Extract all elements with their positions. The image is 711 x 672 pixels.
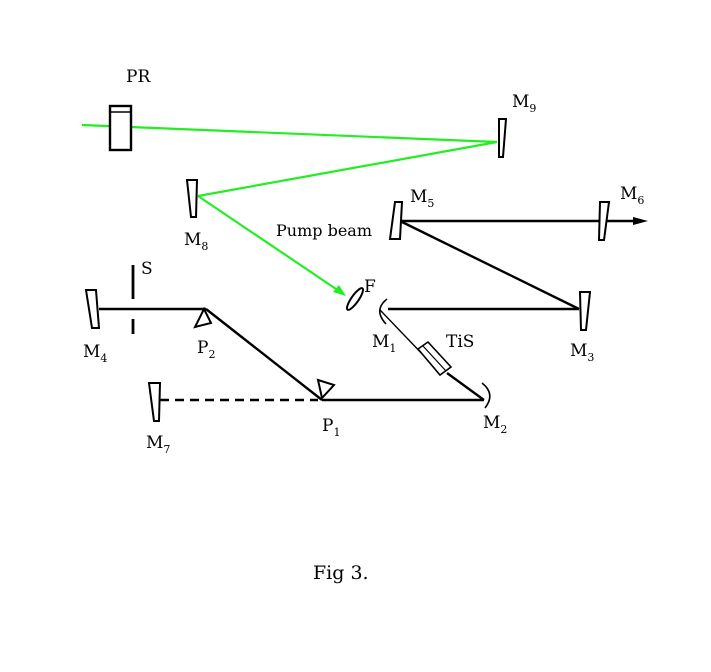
mirror-m8 — [185, 179, 199, 218]
mirror-m7 — [147, 382, 162, 422]
label-m4: M4 — [83, 342, 107, 365]
pump-beam-segment-pr-m9 — [81, 123, 498, 144]
label-m7: M7 — [146, 433, 170, 456]
label-m6: M6 — [620, 184, 644, 207]
mirror-m4 — [84, 289, 101, 329]
label-p2: P2 — [197, 338, 215, 361]
label-tis: TiS — [446, 332, 474, 352]
figure-caption: Fig 3. — [313, 562, 369, 584]
beam-m5-m3 — [399, 219, 580, 311]
beam-p2-p1 — [205, 308, 323, 401]
tis-crystal-facet — [422, 345, 447, 372]
label-pump-beam: Pump beam — [276, 221, 372, 240]
curved-mirror-m2 — [481, 382, 491, 409]
label-p1: P1 — [322, 416, 340, 439]
pump-beam-segment-m8-f — [197, 195, 343, 294]
beam-m2-tis — [446, 372, 485, 401]
pump-beam-path — [81, 123, 498, 296]
pump-beam-segment-m9-m8 — [197, 140, 498, 198]
pr-element — [108, 104, 133, 152]
pump-beam-arrowhead — [333, 285, 346, 296]
curved-mirror-m1 — [378, 298, 388, 325]
label-m3: M3 — [570, 341, 594, 364]
mirror-m3 — [578, 291, 592, 331]
output-arrowhead — [633, 217, 648, 225]
mirror-m6 — [597, 201, 611, 241]
label-pr: PR — [126, 67, 151, 87]
prism-p1 — [316, 378, 336, 401]
prism-p2 — [193, 306, 213, 329]
lens-f — [345, 287, 365, 311]
label-m5: M5 — [410, 187, 434, 210]
label-f: F — [364, 277, 376, 297]
optical-elements — [84, 104, 611, 422]
labels: PR M9 M8 M5 M6 Pump beam S F M4 P2 M1 Ti… — [83, 67, 644, 584]
laser-beam-paths — [99, 219, 638, 402]
label-m9: M9 — [512, 92, 536, 115]
mirror-m9 — [498, 118, 508, 158]
label-m1: M1 — [372, 332, 396, 355]
label-m2: M2 — [483, 413, 507, 436]
mirror-m5 — [388, 201, 404, 240]
label-m8: M8 — [184, 230, 208, 253]
label-s: S — [141, 259, 153, 279]
